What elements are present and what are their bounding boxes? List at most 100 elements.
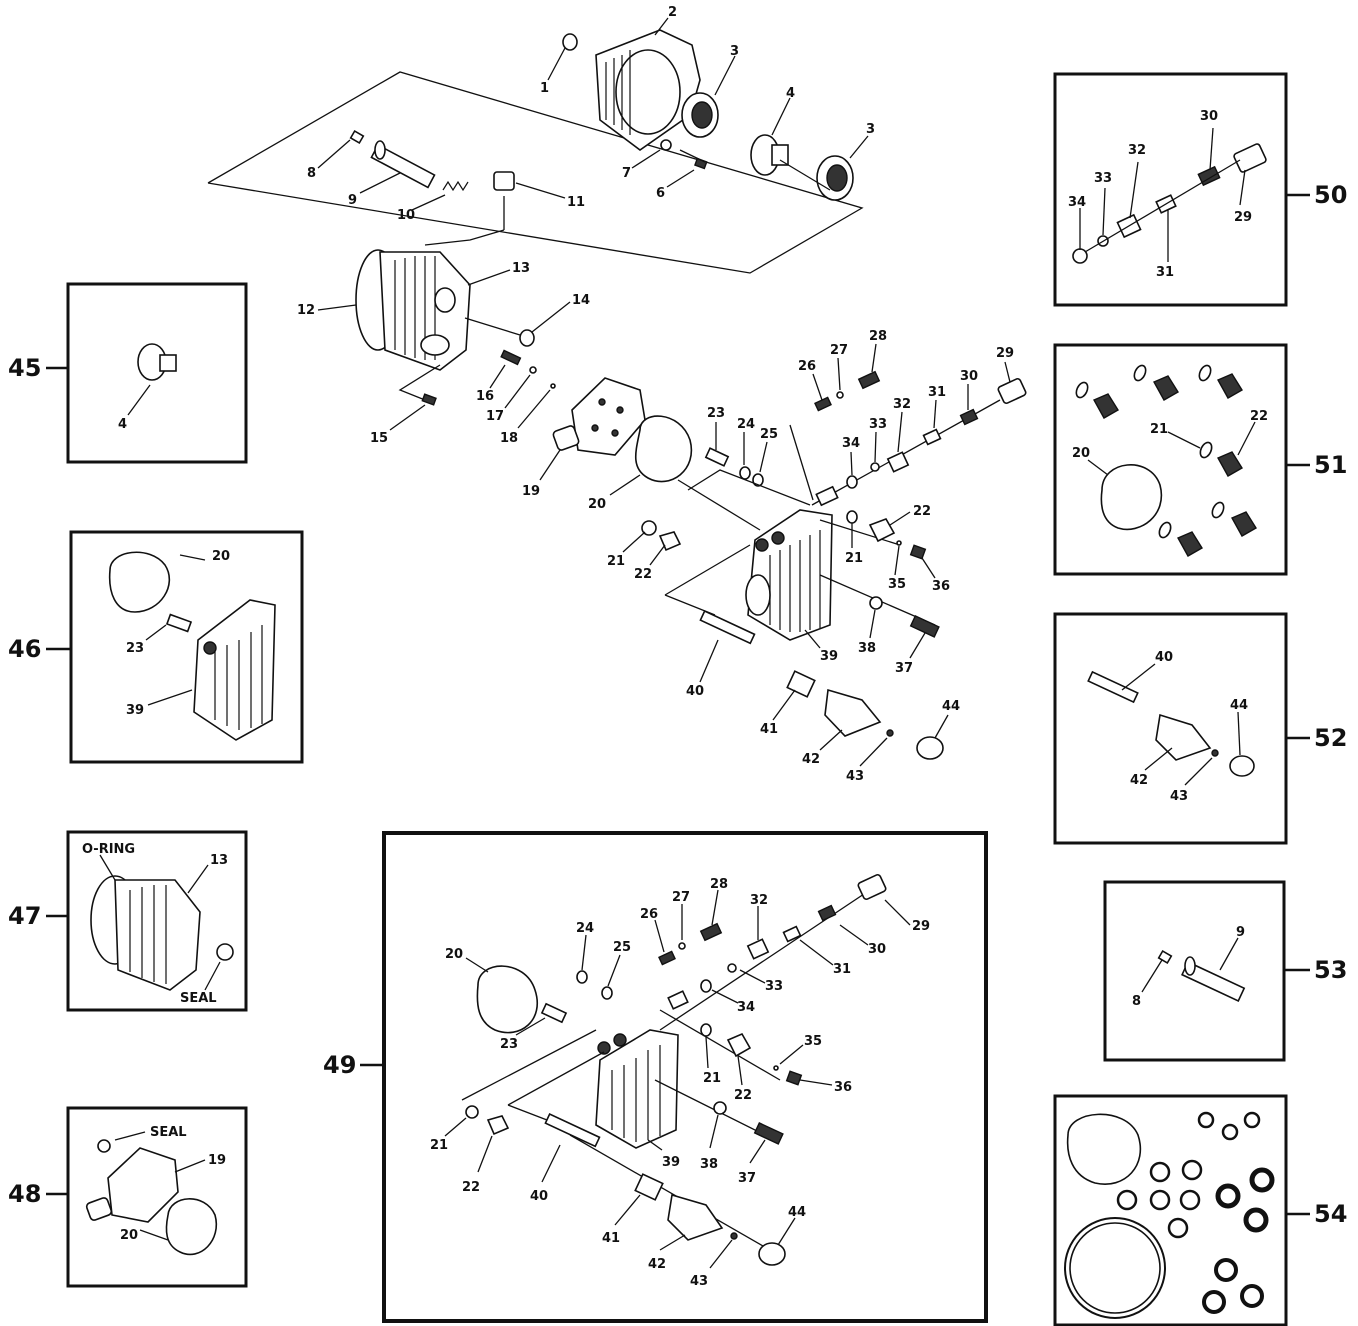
box49-label-22a: 22 (734, 1088, 752, 1103)
kit-48: 48 SEAL 19 20 (8, 1106, 248, 1288)
label-3b: 3 (866, 122, 875, 137)
main-assembly: 1 2 3 4 3 7 6 8 9 10 11 12 13 1 (207, 5, 1027, 784)
label-37: 37 (895, 661, 913, 676)
label-35: 35 (888, 577, 906, 592)
label-30: 30 (960, 369, 978, 384)
box49-label-41: 41 (602, 1231, 620, 1246)
label-1: 1 (540, 81, 549, 96)
box47-label-seal: SEAL (180, 991, 217, 1006)
kit-54: 54 (1053, 1094, 1347, 1326)
label-44: 44 (942, 699, 960, 714)
box52-label-40: 40 (1155, 650, 1173, 665)
label-32: 32 (893, 397, 911, 412)
kit-53: 53 9 8 (1103, 880, 1347, 1062)
label-2: 2 (668, 5, 677, 20)
label-10: 10 (397, 208, 415, 223)
kit-49: 49 (323, 831, 988, 1323)
box49-label-21a: 21 (703, 1071, 721, 1086)
label-26: 26 (798, 359, 816, 374)
housing-part-2-icon (595, 29, 701, 151)
box49-label-29: 29 (912, 919, 930, 934)
label-20: 20 (588, 497, 606, 512)
bearing-part-3-icon (681, 92, 854, 201)
box49-label-42: 42 (648, 1257, 666, 1272)
box47-label-13: 13 (210, 853, 228, 868)
label-4: 4 (786, 86, 795, 101)
kit-number-45: 45 (8, 354, 41, 382)
box49-label-35: 35 (804, 1034, 822, 1049)
label-42: 42 (802, 752, 820, 767)
box49-label-44: 44 (788, 1205, 806, 1220)
box52-label-43: 43 (1170, 789, 1188, 804)
label-6: 6 (656, 186, 665, 201)
kit-number-51: 51 (1314, 451, 1347, 479)
kit-46: 46 20 23 39 (8, 530, 304, 764)
box49-label-25: 25 (613, 940, 631, 955)
label-22b: 22 (913, 504, 931, 519)
box52-label-42: 42 (1130, 773, 1148, 788)
box49-label-22b: 22 (462, 1180, 480, 1195)
kit-number-50: 50 (1314, 181, 1347, 209)
label-21b: 21 (845, 551, 863, 566)
box49-label-38: 38 (700, 1157, 718, 1172)
label-22a: 22 (634, 567, 652, 582)
label-40: 40 (686, 684, 704, 699)
label-33: 33 (869, 417, 887, 432)
box49-label-21b: 21 (430, 1138, 448, 1153)
main-labels: 1 2 3 4 3 7 6 8 9 10 11 12 13 1 (297, 5, 1014, 784)
box50-label-34: 34 (1068, 195, 1086, 210)
label-8: 8 (307, 166, 316, 181)
kit-52: 52 40 44 42 43 (1053, 612, 1347, 845)
box49-label-36: 36 (834, 1080, 852, 1095)
label-27: 27 (830, 343, 848, 358)
label-38: 38 (858, 641, 876, 656)
box46-label-20: 20 (212, 549, 230, 564)
kit-number-52: 52 (1314, 724, 1347, 752)
label-29: 29 (996, 346, 1014, 361)
box48-label-20: 20 (120, 1228, 138, 1243)
box49-label-20: 20 (445, 947, 463, 962)
kit-50: 50 30 32 33 34 29 31 (1053, 72, 1347, 307)
box49-label-34: 34 (737, 1000, 755, 1015)
box45-label-4: 4 (118, 417, 127, 432)
box50-label-30: 30 (1200, 109, 1218, 124)
label-24: 24 (737, 417, 755, 432)
kit-number-54: 54 (1314, 1200, 1347, 1228)
box49-label-32: 32 (750, 893, 768, 908)
box51-label-21: 21 (1150, 422, 1168, 437)
label-15: 15 (370, 431, 388, 446)
box49-label-33: 33 (765, 979, 783, 994)
box49-label-31: 31 (833, 962, 851, 977)
label-18: 18 (500, 431, 518, 446)
box50-label-29: 29 (1234, 210, 1252, 225)
label-9: 9 (348, 193, 357, 208)
box50-label-33: 33 (1094, 171, 1112, 186)
manifold-part-39-icon (745, 509, 833, 641)
box49-label-37: 37 (738, 1171, 756, 1186)
kit-number-49: 49 (323, 1051, 356, 1079)
box51-label-22: 22 (1250, 409, 1268, 424)
box49-label-43: 43 (690, 1274, 708, 1289)
kit-number-53: 53 (1314, 956, 1347, 984)
kit-number-46: 46 (8, 635, 41, 663)
label-7: 7 (622, 166, 631, 181)
box50-label-31: 31 (1156, 265, 1174, 280)
box53-label-8: 8 (1132, 994, 1141, 1009)
cam-part-4-icon (750, 134, 831, 191)
box49-label-39: 39 (662, 1155, 680, 1170)
box49-label-26: 26 (640, 907, 658, 922)
kit-51: 51 22 21 20 (1053, 343, 1347, 576)
box49-label-23: 23 (500, 1037, 518, 1052)
label-11: 11 (567, 195, 585, 210)
label-43: 43 (846, 769, 864, 784)
box52-label-44: 44 (1230, 698, 1248, 713)
box48-label-seal: SEAL (150, 1125, 187, 1140)
box46-label-23: 23 (126, 641, 144, 656)
box49-label-24: 24 (576, 921, 594, 936)
kit-number-47: 47 (8, 902, 41, 930)
label-23: 23 (707, 406, 725, 421)
box49-label-30: 30 (868, 942, 886, 957)
label-41: 41 (760, 722, 778, 737)
box50-label-32: 32 (1128, 143, 1146, 158)
